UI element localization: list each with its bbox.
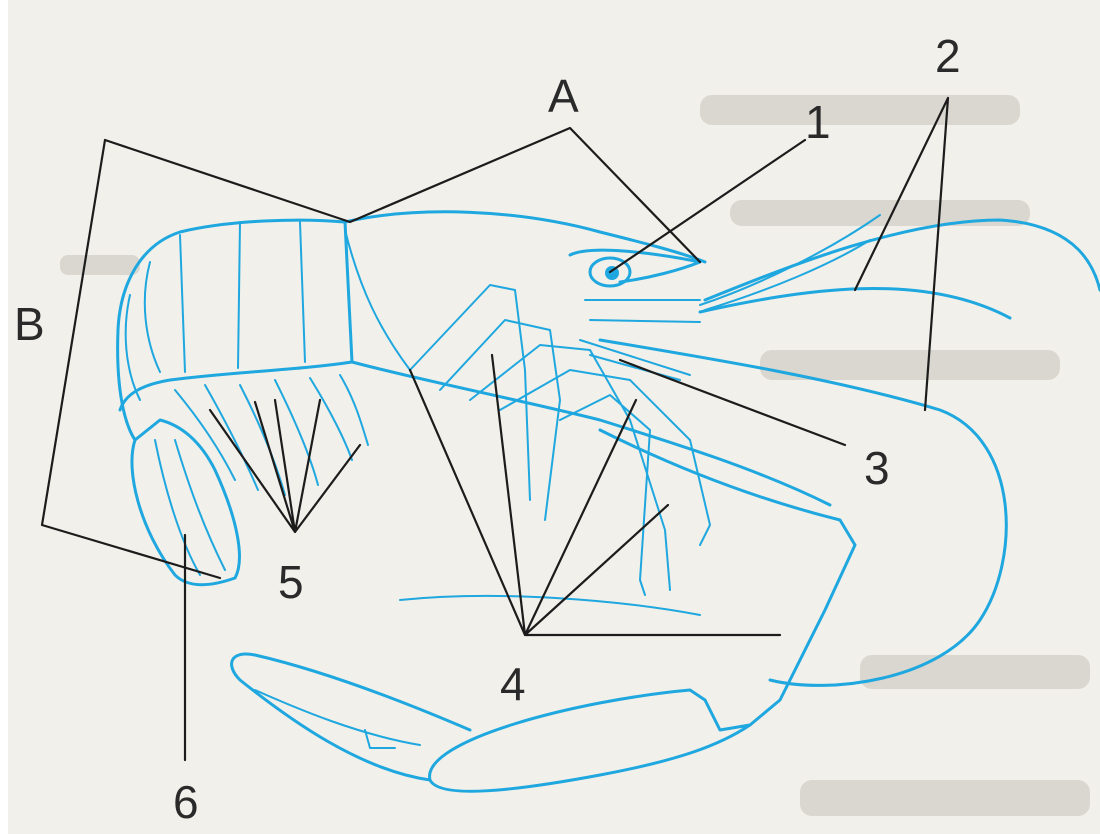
label-3: 3 — [864, 442, 890, 494]
pointer-B — [42, 140, 220, 578]
crayfish-illustration — [118, 212, 1100, 791]
label-A: A — [548, 70, 579, 122]
pointer-4 — [410, 355, 780, 635]
abdomen-underside — [120, 362, 352, 410]
antenna-long-2 — [700, 288, 1010, 318]
abdomen-outline — [118, 220, 345, 440]
carapace-groove — [345, 230, 410, 370]
label-4: 4 — [500, 658, 526, 710]
pointer-2 — [855, 98, 948, 410]
label-B: B — [14, 298, 45, 350]
label-6: 6 — [173, 776, 199, 828]
tail-fan-ribs — [155, 440, 225, 575]
claw-arm — [600, 430, 855, 725]
label-1: 1 — [805, 96, 831, 148]
label-5: 5 — [278, 556, 304, 608]
pointer-1 — [610, 140, 805, 272]
pointer-A — [105, 128, 700, 262]
pointer-lines — [42, 98, 948, 760]
swimmerets — [175, 375, 368, 495]
label-2: 2 — [935, 30, 961, 82]
carapace-outline — [345, 212, 830, 505]
labels: A B 1 2 3 4 5 6 — [14, 30, 961, 828]
claw-hand — [232, 654, 750, 791]
